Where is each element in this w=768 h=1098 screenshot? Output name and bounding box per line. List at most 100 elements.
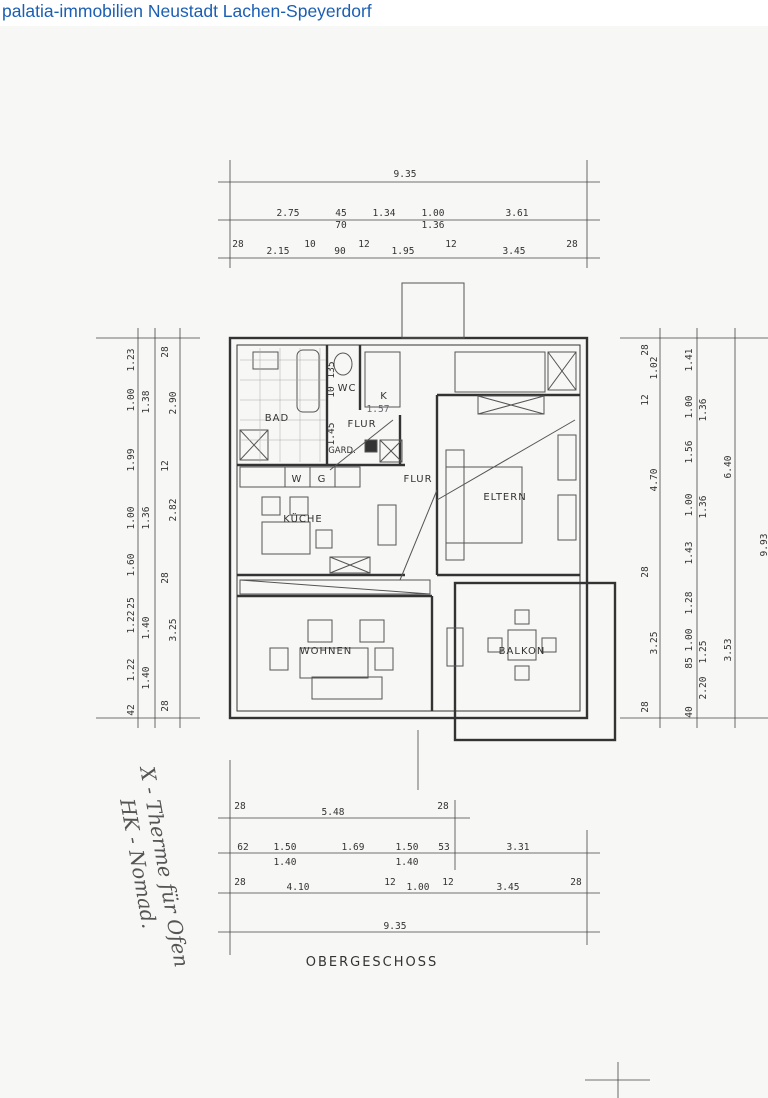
dim-label: 1.40 (396, 857, 419, 868)
room-labels: BAD WC K FLUR GARD. FLUR W G ELTERN KÜCH… (265, 361, 546, 657)
dim-label: 1.00 (684, 395, 695, 418)
dim-label: 1.02 (649, 357, 660, 380)
dim-label: 28 (160, 572, 171, 584)
dim-label: 12 (445, 239, 456, 250)
dim-label: 12 (160, 460, 171, 471)
room-balkon: BALKON (499, 646, 546, 657)
fixtures (239, 348, 577, 700)
dim-label: 9.35 (394, 169, 417, 180)
floor-title: OBERGESCHOSS (306, 955, 439, 970)
dim-label: 28 (234, 877, 246, 888)
room-wc: WC (338, 383, 357, 394)
dim-label: 28 (640, 566, 651, 578)
dim-label: 28 (566, 239, 578, 250)
dim-label: 12 (640, 394, 651, 405)
dim-label: 2.20 (698, 676, 709, 699)
dim-label: 4.70 (649, 468, 660, 491)
dim-label: 1.22 (126, 611, 137, 634)
dim-label: 1.41 (684, 348, 695, 371)
inner-dim-handwritten: 1.57 (367, 404, 390, 415)
dim-label: 1.56 (684, 440, 695, 463)
dim-label: 2.82 (168, 499, 179, 522)
dim-label: 1.50 (274, 842, 297, 853)
dim-label: 1.00 (684, 493, 695, 516)
dim-label: 28 (160, 346, 171, 358)
dim-label: 1.00 (407, 882, 430, 893)
room-gard: GARD. (328, 446, 356, 456)
room-wohnen: WOHNEN (300, 646, 353, 657)
dim-label: 9.35 (384, 921, 407, 932)
dim-label: 53 (438, 842, 449, 853)
dim-label: 1.36 (141, 506, 152, 529)
dim-label: 1.28 (684, 591, 695, 614)
dim-label: 1.99 (126, 448, 137, 471)
dim-label: 2.90 (168, 391, 179, 414)
dim-label: 1.00 (126, 506, 137, 529)
dim-label: 12 (384, 877, 395, 888)
dim-label: 3.25 (168, 619, 179, 642)
dimension-lines (96, 160, 768, 1098)
dim-label: 85 (684, 657, 695, 668)
dim-label: 28 (234, 801, 246, 812)
room-k: K (380, 391, 388, 402)
inner-dim: 135 (326, 361, 337, 378)
dim-label: 5.48 (322, 807, 345, 818)
dimensions-top: 9.35 2.75 45 70 1.34 1.00 1.36 3.61 28 2… (232, 169, 578, 257)
dim-label: 1.40 (274, 857, 297, 868)
walls (228, 282, 617, 742)
dim-label: 1.40 (141, 666, 152, 689)
dim-label: 1.34 (373, 208, 396, 219)
inner-dim: 10 (326, 386, 337, 398)
inner-dim: 1.45 (326, 423, 337, 446)
dim-label: 1.25 (698, 641, 709, 664)
dim-label: 1.69 (342, 842, 365, 853)
dim-label: 10 (304, 239, 316, 250)
dim-label: 28 (640, 344, 651, 356)
label-g: G (318, 474, 327, 485)
dim-label: 1.22 (126, 659, 137, 682)
dim-label: 70 (335, 220, 347, 231)
dim-label: 28 (232, 239, 244, 250)
dim-label: 40 (684, 706, 695, 718)
dimensions-right: 28 1.02 12 4.70 28 3.25 28 1.41 1.00 1.5… (640, 344, 768, 718)
label-w: W (292, 474, 303, 485)
room-bad: BAD (265, 413, 289, 424)
dim-label: 2.75 (277, 208, 300, 219)
dim-label: 25 (126, 597, 137, 608)
dim-label: 28 (640, 701, 651, 713)
dim-label: 42 (126, 704, 137, 715)
dim-label: 4.10 (287, 882, 310, 893)
dim-label: 28 (160, 700, 171, 712)
dim-label: 3.45 (503, 246, 526, 257)
dim-label: 12 (358, 239, 369, 250)
dim-label: 45 (335, 208, 346, 219)
dim-label: 1.36 (698, 495, 709, 518)
dim-label: 90 (334, 246, 346, 257)
dim-label: 3.45 (497, 882, 520, 893)
dim-label: 1.38 (141, 390, 152, 413)
listing-header: palatia-immobilien Neustadt Lachen-Speye… (2, 1, 372, 21)
dim-label: 28 (570, 877, 582, 888)
dim-label: 62 (237, 842, 248, 853)
tile-grid (240, 348, 326, 462)
dim-label: 6.40 (723, 455, 734, 478)
dim-label: 28 (437, 801, 449, 812)
floor-plan-scan (0, 26, 768, 1098)
dim-label: 3.61 (506, 208, 529, 219)
dim-label: 1.23 (126, 349, 137, 372)
dim-label: 12 (442, 877, 453, 888)
dim-label: 1.00 (422, 208, 445, 219)
dim-label: 1.00 (126, 388, 137, 411)
dim-label: 1.36 (422, 220, 445, 231)
room-eltern: ELTERN (483, 492, 526, 503)
dim-label: 3.25 (649, 632, 660, 655)
dim-label: 2.15 (267, 246, 290, 257)
dim-label: 1.95 (392, 246, 415, 257)
dim-label: 1.50 (396, 842, 419, 853)
dim-label: 1.00 (684, 628, 695, 651)
dim-label: 3.31 (507, 842, 530, 853)
room-kueche: KÜCHE (283, 512, 322, 525)
dim-label: 1.36 (698, 398, 709, 421)
dimensions-left: 1.23 1.00 1.99 1.00 1.60 1.22 25 1.22 42… (126, 346, 179, 716)
